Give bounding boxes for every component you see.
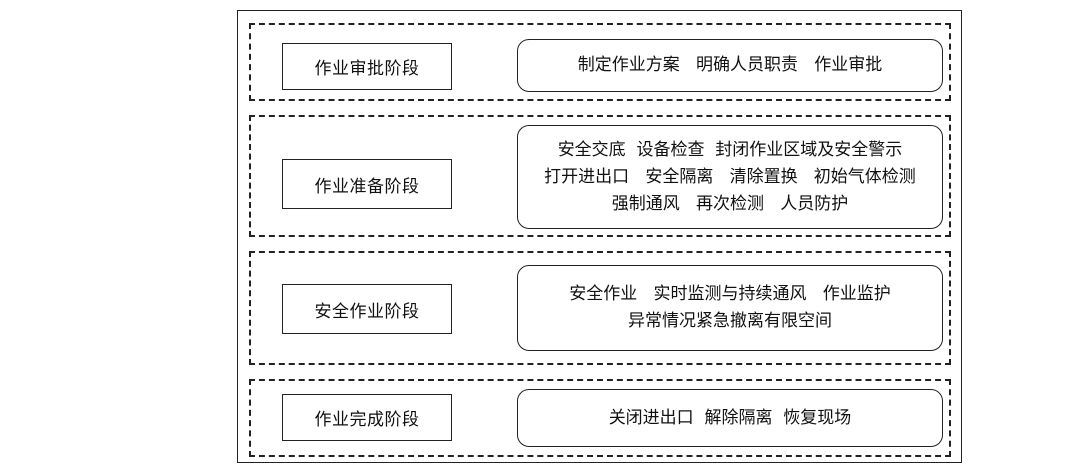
task-line: 制定作业方案 明确人员职责 作业审批	[577, 55, 883, 75]
task-line: 安全交底 设备检查 封闭作业区域及安全警示	[557, 139, 903, 160]
stage-group-preparation	[249, 115, 951, 237]
stage-name-preparation: 作业准备阶段	[282, 159, 452, 209]
process-diagram-frame	[237, 10, 962, 463]
task-line: 异常情况紧急撤离有限空间	[628, 311, 832, 331]
stage-tasks-preparation: 安全交底 设备检查 封闭作业区域及安全警示 打开进出口 安全隔离 清除置换 初始…	[517, 125, 943, 229]
stage-name-approval: 作业审批阶段	[282, 43, 452, 90]
task-line: 强制通风 再次检测 人员防护	[611, 193, 849, 214]
task-line: 打开进出口 安全隔离 清除置换 初始气体检测	[544, 166, 916, 187]
task-line: 安全作业 实时监测与持续通风 作业监护	[569, 284, 891, 304]
stage-group-safe-operation	[249, 251, 951, 365]
stage-group-completion	[249, 379, 951, 457]
stage-tasks-safe-operation: 安全作业 实时监测与持续通风 作业监护 异常情况紧急撤离有限空间	[517, 265, 943, 351]
task-line: 关闭进出口 解除隔离 恢复现场	[608, 407, 852, 428]
stage-tasks-approval: 制定作业方案 明确人员职责 作业审批	[517, 39, 943, 92]
stage-name-safe-operation: 安全作业阶段	[282, 284, 452, 334]
stage-name-completion: 作业完成阶段	[282, 394, 452, 441]
stage-tasks-completion: 关闭进出口 解除隔离 恢复现场	[517, 389, 943, 447]
stage-group-approval	[249, 23, 951, 101]
